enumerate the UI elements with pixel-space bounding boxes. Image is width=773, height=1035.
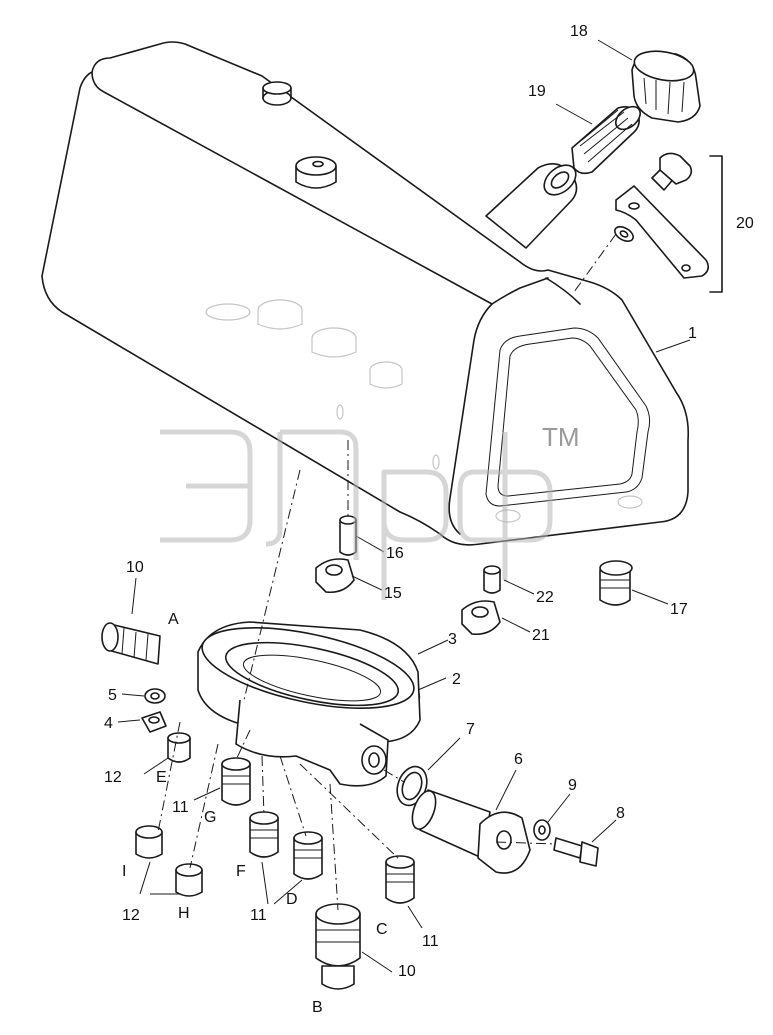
callout-4: 4 (104, 715, 113, 732)
callout-b: B (312, 999, 323, 1016)
watermark-logo: ТМ (160, 422, 580, 600)
fitting-c (385, 855, 415, 904)
fitting-b (315, 903, 361, 990)
callout-labels: 18 19 20 1 16 15 22 21 17 10 A 3 2 5 4 1… (104, 23, 754, 1016)
plug-h (175, 863, 203, 897)
callout-10-top: 10 (126, 559, 144, 576)
callout-e: E (156, 769, 167, 786)
callout-3: 3 (448, 631, 457, 648)
tank-top-plug (262, 81, 292, 106)
callout-10-bottom: 10 (398, 963, 416, 980)
callout-f: F (236, 863, 246, 880)
watermark-trademark: ТМ (542, 422, 580, 452)
assembly-centre-lines (157, 233, 617, 911)
o-ring-7 (396, 765, 428, 807)
flange-assembly (197, 621, 421, 787)
callout-21: 21 (532, 627, 550, 644)
bracket-assembly (614, 152, 723, 293)
callout-h: H (178, 905, 190, 922)
washer-9 (533, 819, 551, 841)
callout-2: 2 (452, 671, 461, 688)
fitting-22 (483, 565, 501, 594)
sleeve-6 (411, 789, 531, 874)
callout-7: 7 (466, 721, 475, 738)
plug-e (167, 732, 191, 763)
callout-1: 1 (688, 325, 697, 342)
fitting-f (249, 811, 279, 858)
fitting-17 (599, 560, 633, 606)
leader-lines (117, 39, 691, 973)
callout-d: D (286, 891, 298, 908)
plug-i (135, 825, 163, 859)
callout-12-top: 12 (104, 769, 122, 786)
fitting-g (221, 757, 251, 806)
internal-fittings-ghost (205, 299, 643, 523)
callout-8: 8 (616, 805, 625, 822)
callout-6: 6 (514, 751, 523, 768)
callout-11-right: 11 (422, 933, 439, 950)
callout-16: 16 (386, 545, 404, 562)
callout-a: A (168, 611, 179, 628)
callout-5: 5 (108, 687, 117, 704)
washer-5 (144, 688, 166, 704)
filler-neck (485, 163, 578, 249)
callout-9: 9 (568, 777, 577, 794)
fitting-d (293, 831, 323, 880)
callout-c: C (376, 921, 388, 938)
callout-i: I (122, 863, 126, 880)
callout-19: 19 (528, 83, 546, 100)
callout-20: 20 (736, 215, 754, 232)
callout-11-middle: 11 (250, 907, 267, 924)
filler-strainer (571, 105, 641, 175)
callout-12-bottom: 12 (122, 907, 140, 924)
callout-g: G (204, 809, 216, 826)
tank-top-cup (295, 156, 337, 189)
callout-17: 17 (670, 601, 688, 618)
bolt-8 (553, 837, 599, 867)
nut-4 (141, 711, 167, 733)
callout-11-left: 11 (172, 799, 189, 816)
fitting-a (101, 622, 161, 665)
callout-18: 18 (570, 23, 588, 40)
fuel-tank (41, 41, 690, 546)
filler-cap (631, 50, 701, 123)
nut-21 (461, 600, 501, 636)
nut-15 (315, 558, 355, 594)
callout-15: 15 (384, 585, 402, 602)
callout-22: 22 (536, 589, 554, 606)
